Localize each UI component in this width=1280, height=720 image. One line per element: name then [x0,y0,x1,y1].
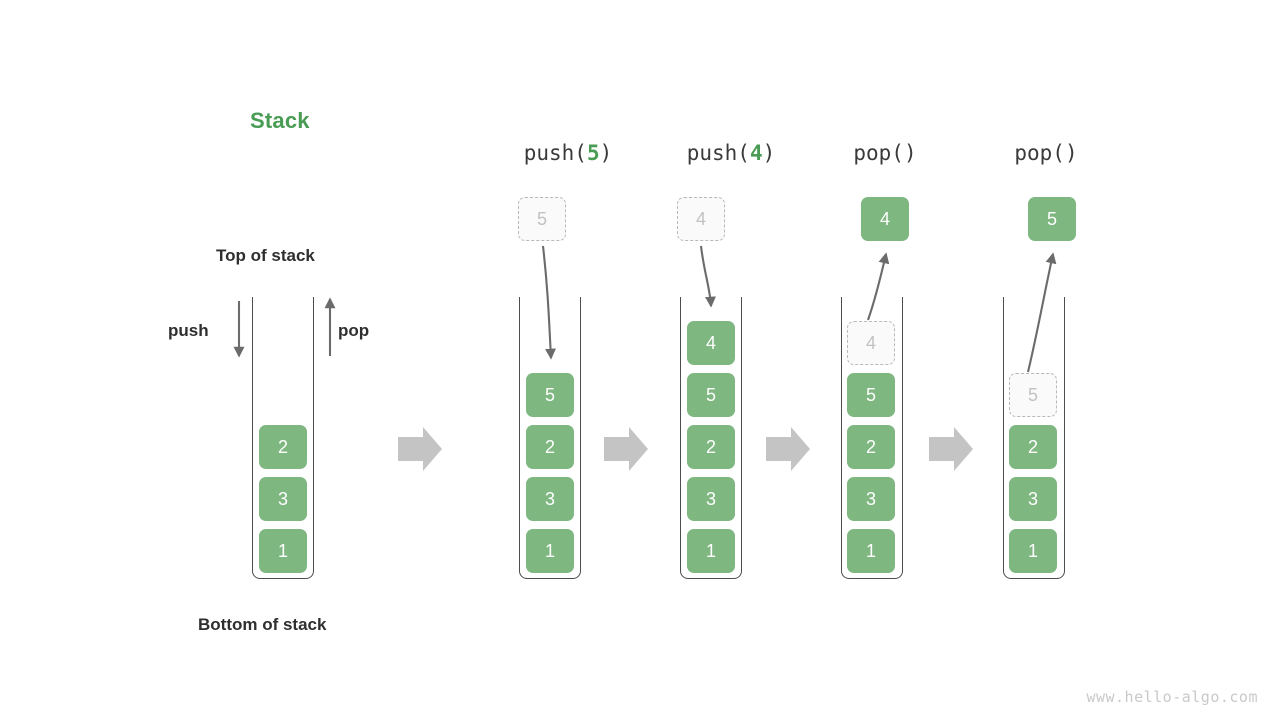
stack-cell: 5 [847,373,895,417]
stack-cell: 3 [259,477,307,521]
stack-cell: 1 [687,529,735,573]
op-name: push( [686,141,750,165]
stack-cell: 5 [526,373,574,417]
stack-container [252,297,314,579]
op-close: ) [903,141,917,165]
stack-cell: 1 [526,529,574,573]
pending-element: 5 [518,197,566,241]
stack-cell: 3 [847,477,895,521]
op-header-pop-2: pop() [1014,141,1077,165]
op-header-push-4: push(4) [687,141,776,165]
op-close: ) [1064,141,1078,165]
transition-arrow [398,427,442,471]
stack-cell: 1 [1009,529,1057,573]
stack-cell: 3 [687,477,735,521]
op-name: pop( [853,141,904,165]
op-close: ) [762,141,776,165]
vacated-slot: 4 [847,321,895,365]
popped-element: 4 [861,197,909,241]
bottom-of-stack-label: Bottom of stack [198,615,327,634]
stack-container [1003,297,1065,579]
stack-cell: 2 [847,425,895,469]
op-name: push( [523,141,587,165]
stack-cell: 2 [526,425,574,469]
transition-arrow [604,427,648,471]
op-header-push-5: push(5) [524,141,613,165]
transition-arrow [929,427,973,471]
stack-cell: 3 [1009,477,1057,521]
top-of-stack-label: Top of stack [216,246,315,265]
stack-cell: 5 [687,373,735,417]
pop-label: pop [338,321,370,340]
op-arg: 4 [749,141,763,165]
op-name: pop( [1014,141,1065,165]
stack-container [519,297,581,579]
stack-cell: 4 [687,321,735,365]
stack-cell: 2 [687,425,735,469]
popped-element: 5 [1028,197,1076,241]
op-arg: 5 [586,141,600,165]
stack-cell: 1 [259,529,307,573]
op-header-pop-1: pop() [853,141,916,165]
stack-cell: 3 [526,477,574,521]
pending-element: 4 [677,197,725,241]
stack-cell: 2 [259,425,307,469]
vacated-slot: 5 [1009,373,1057,417]
op-close: ) [599,141,613,165]
stack-container [680,297,742,579]
stack-cell: 2 [1009,425,1057,469]
stack-container [841,297,903,579]
watermark: www.hello-algo.com [1086,688,1258,706]
stack-cell: 1 [847,529,895,573]
transition-arrow [766,427,810,471]
page-title: Stack [250,108,310,133]
push-label: push [168,321,209,340]
